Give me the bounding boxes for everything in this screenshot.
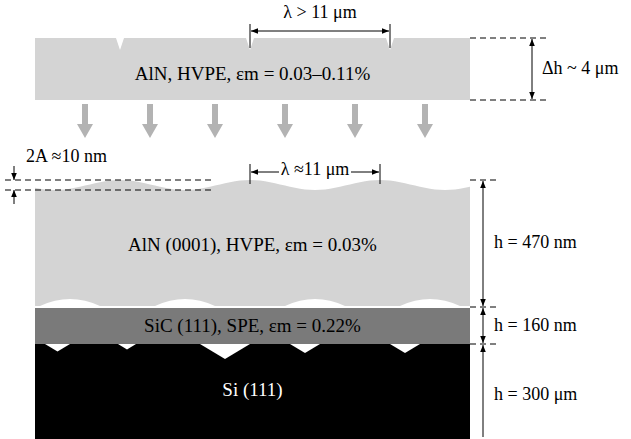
extension-line <box>5 190 215 191</box>
layer-label: AlN, HVPE, εm = 0.03–0.11% <box>135 64 370 85</box>
transfer-arrow <box>417 104 433 138</box>
dimension-line <box>14 190 15 204</box>
dimension-line <box>14 166 15 180</box>
layer-band: SiC (111), SPE, εm = 0.22% <box>35 308 470 344</box>
extension-line <box>470 38 548 39</box>
dimension-label: h = 160 nm <box>492 316 579 336</box>
void <box>390 344 420 353</box>
transfer-arrow <box>277 104 293 138</box>
dimension-label: Δh ~ 4 μm <box>540 59 620 79</box>
substrate-band: Si (111) <box>35 360 470 420</box>
sic-layer <box>35 308 470 344</box>
dimension-label: λ ≈11 μm <box>279 160 352 180</box>
layer-label: SiC (111), SPE, εm = 0.22% <box>144 316 361 337</box>
void <box>155 299 215 306</box>
dimension-label: 2A ≈10 nm <box>24 147 109 167</box>
layer-label: AlN (0001), HVPE, εm = 0.03% <box>128 235 377 256</box>
dimension-line <box>483 181 484 306</box>
dimension-label: h = 300 μm <box>492 385 579 405</box>
void <box>400 299 460 306</box>
aln-top-band <box>35 38 470 100</box>
transfer-arrow <box>347 104 363 138</box>
extension-line <box>470 307 498 308</box>
extension-line <box>470 100 548 101</box>
void <box>285 299 345 306</box>
layer-label: Si (111) <box>222 380 282 401</box>
void <box>200 344 250 359</box>
tick <box>250 164 251 184</box>
extension-line <box>470 344 498 345</box>
dimension-line <box>532 39 533 99</box>
void <box>45 344 70 352</box>
tick <box>390 24 391 48</box>
transfer-arrow <box>77 104 93 138</box>
dimension-line <box>483 308 484 343</box>
layer-band: AlN (0001), HVPE, εm = 0.03% <box>35 200 470 290</box>
layer-band: AlN, HVPE, εm = 0.03–0.11% <box>35 50 470 98</box>
si-substrate <box>35 344 470 439</box>
transfer-arrow <box>142 104 158 138</box>
transfer-arrow <box>207 104 223 138</box>
dimension-label: λ > 11 μm <box>281 3 358 23</box>
void <box>40 299 100 306</box>
extension-line <box>470 180 498 181</box>
void <box>290 344 320 353</box>
aln-layer <box>35 180 470 306</box>
tick <box>380 164 381 184</box>
dimension-line <box>251 31 389 32</box>
dimension-line <box>483 345 484 437</box>
void <box>118 344 136 349</box>
dimension-label: h = 470 nm <box>492 233 579 253</box>
notch <box>116 38 124 50</box>
tick <box>250 24 251 48</box>
extension-line <box>5 180 215 181</box>
